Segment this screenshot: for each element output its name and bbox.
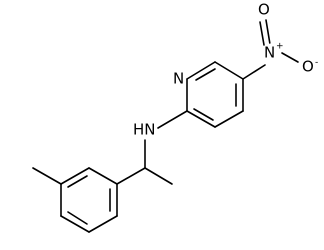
atom-labels: N HN N + O O - — [133, 1, 318, 139]
chiral-carbon-to-methyl-bond — [144, 167, 173, 185]
pyridine-bond-c4-c3 — [214, 110, 244, 128]
pyridine-aromatic-inner-bond-3 — [195, 68, 216, 81]
nitro-n-to-oxygen-top-double-bond-inner — [259, 21, 265, 46]
nitro-nitrogen-label: N — [264, 44, 275, 62]
bond-network — [32, 19, 299, 233]
tolyl-methyl-bond — [32, 167, 62, 185]
phenyl-aromatic-inner-bond-2 — [67, 211, 88, 225]
pyridine-nitrogen-label: N — [173, 70, 184, 88]
nitro-n-to-oxygen-right-bond — [281, 52, 299, 63]
nitro-right-oxygen-negative-charge: - — [315, 58, 318, 68]
phenyl-bond-ortho-meta — [60, 167, 90, 185]
nitro-right-oxygen-label: O — [302, 58, 314, 76]
nitro-n-to-ring-carbon-bond — [242, 64, 266, 80]
pyridine-bond-n1-c6 — [186, 61, 216, 80]
amine-nitrogen-label: HN — [133, 121, 156, 139]
phenyl-aromatic-inner-bond-1 — [67, 175, 88, 188]
pyridine-bond-c3-c2 — [186, 110, 216, 128]
phenyl-bond-para-meta-lower — [60, 215, 90, 233]
phenyl-bond-meta-lower-ortho-lower — [88, 215, 118, 233]
phenyl-bond-ipso-ortho-upper — [88, 167, 118, 185]
nitro-top-oxygen-label: O — [258, 1, 270, 19]
ring-carbon-to-amine-bond — [157, 110, 188, 129]
nitro-n-to-oxygen-top-single-bond — [265, 19, 271, 44]
nitro-nitrogen-positive-charge: + — [276, 42, 284, 52]
chiral-carbon-to-phenyl-bond — [116, 167, 146, 185]
pyridine-aromatic-inner-bond-2 — [193, 108, 214, 121]
pyridine-bond-c6-c5 — [214, 61, 244, 80]
